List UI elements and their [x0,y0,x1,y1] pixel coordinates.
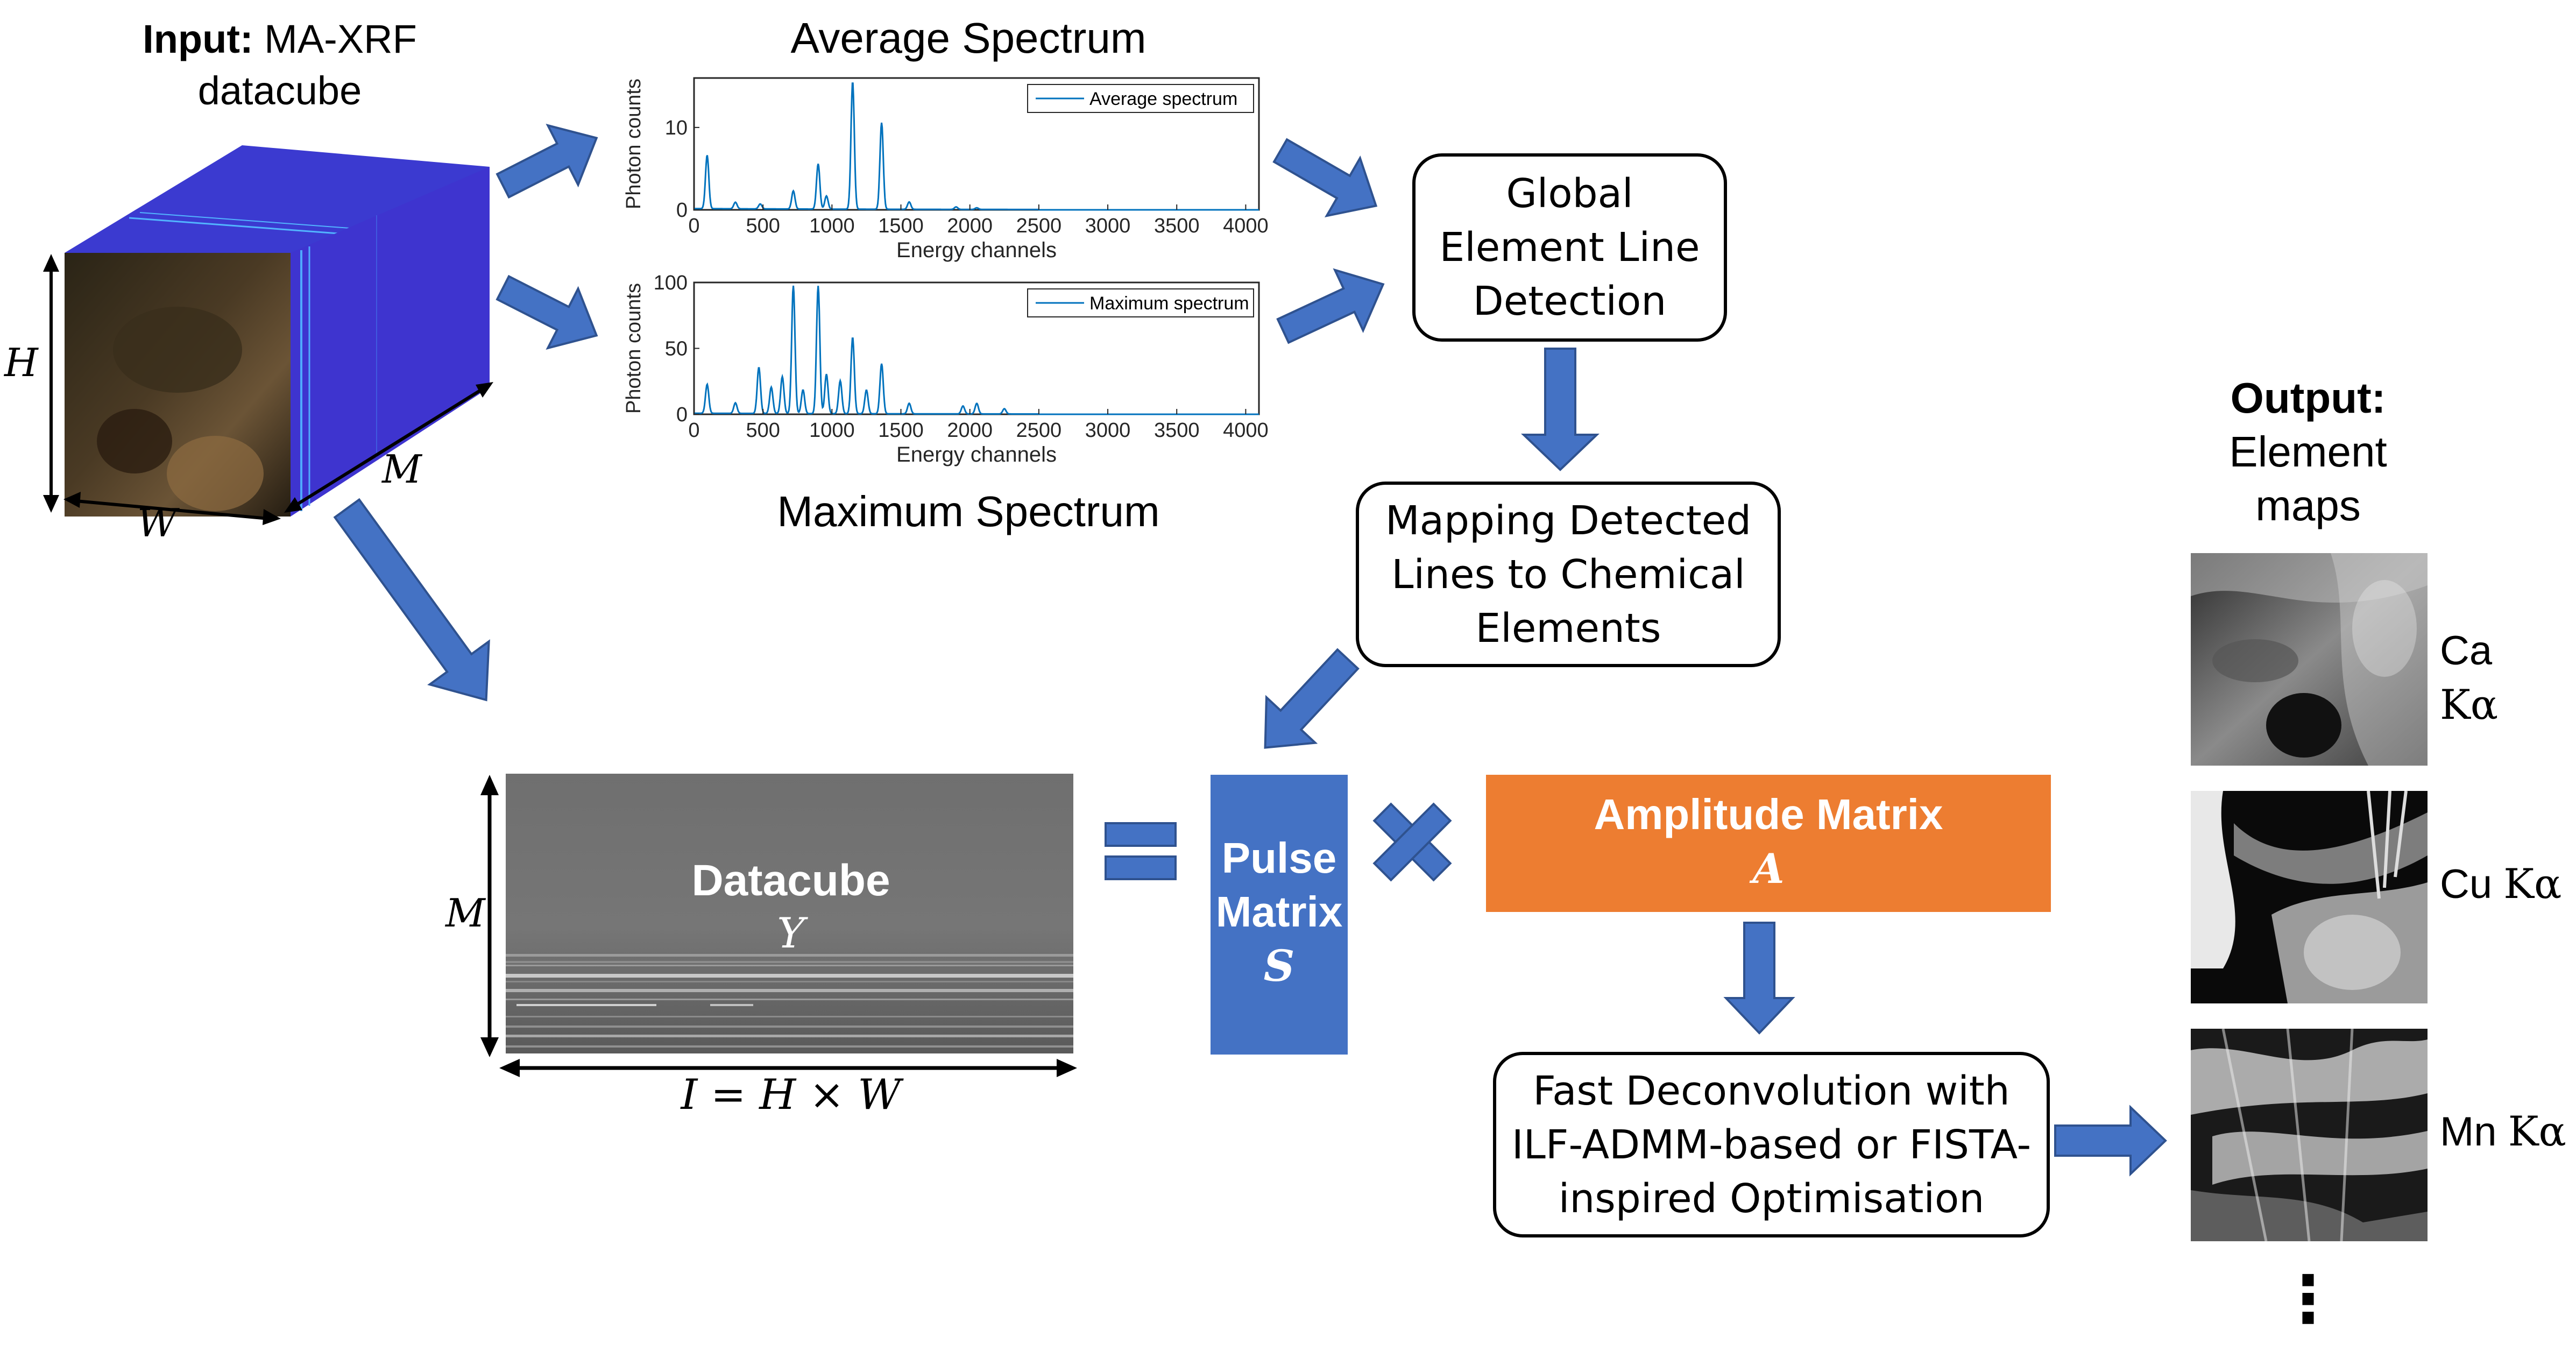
fast-box-text: Fast Deconvolution with ILF-ADMM-based o… [1511,1067,2032,1222]
max-ylabel: Photon counts [622,283,645,414]
max-xtick-label-0: 0 [688,419,699,442]
max-xtick-label-4: 2000 [947,419,993,442]
max-ytick-label-2: 100 [654,272,688,294]
maximum-spectrum-chart: 0 500 1000 1500 2000 2500 3000 3500 4000 0 50 100En… [622,272,1269,466]
arrow-fast-to-output [2054,1105,2167,1177]
cu-map-label: Cu Kα [2440,860,2561,908]
dim-m-arrow [289,385,488,510]
dim-h-label: H [4,340,38,385]
avg-xtick-label-8: 4000 [1223,215,1269,237]
ca-element: Ca [2440,628,2493,674]
datacube-y-image [506,774,1073,1053]
avg-xtick-label-2: 1000 [809,215,855,237]
global-element-line-detection-box: Global Element Line Detection [1412,153,1727,342]
average-spectrum-chart: 0 500 1000 1500 2000 2500 3000 3500 4000 0 10Energ… [622,77,1269,262]
arrow-max-to-global [1276,268,1385,344]
avg-ylabel: Photon counts [622,79,645,209]
max-xtick-label-7: 3500 [1154,419,1200,442]
avg-xtick-label-4: 2000 [947,215,993,237]
max-xtick-label-3: 1500 [878,419,924,442]
output-line2: Element [2229,428,2387,476]
arrow-input-to-avg [496,123,598,199]
datacube-dim-m-label: M [445,890,485,936]
global-box-text: Global Element Line Detection [1439,171,1700,324]
arrow-input-to-datacube [333,498,490,702]
avg-xtick-label-3: 1500 [878,215,924,237]
more-maps-ellipsis: ⋮ [2276,1263,2340,1335]
input-label-bold: Input: [143,17,253,61]
cu-line: Kα [2503,860,2562,908]
datacube-title: Datacube [691,856,890,905]
ca-map-label: Ca Kα [2440,624,2498,732]
datacube-symbol: Y [777,909,805,958]
output-line1: Output: [2230,374,2386,422]
ca-line: Kα [2440,681,2499,728]
max-xtick-label-6: 3000 [1085,419,1131,442]
max-xtick-label-2: 1000 [809,419,855,442]
arrow-avg-to-global [1272,138,1378,218]
arrow-input-to-max [496,274,598,350]
avg-xtick-label-6: 3000 [1085,215,1131,237]
input-label: Input: MA-XRF datacube [108,13,452,117]
dim-w-arrow [69,499,275,521]
datacube-dim-i-arrow [499,1059,1077,1077]
pulse-symbol: S [1263,940,1295,991]
output-line3: maps [2255,482,2361,529]
arrow-mapping-to-pulse [1264,648,1360,749]
avg-xtick-label-0: 0 [688,215,699,237]
avg-xtick-label-5: 2500 [1016,215,1062,237]
amplitude-matrix-symbol: A [1752,845,1785,893]
mn-line: Kα [2508,1107,2566,1155]
input-datacube [43,145,493,525]
cube-top-face [65,145,490,269]
fast-deconvolution-box: Fast Deconvolution with ILF-ADMM-based o… [1493,1052,2050,1237]
cu-element-map [2191,791,2428,1003]
cu-element: Cu [2440,861,2493,907]
dim-w-label: W [137,500,178,546]
datacube-dim-i-label: I = H × W [681,1071,901,1119]
max-ytick-label-1: 50 [665,338,688,360]
amplitude-matrix-block [1486,775,2051,912]
mn-map-label: Mn Kα [2440,1107,2566,1155]
maximum-spectrum-title: Maximum Spectrum [777,487,1160,535]
amplitude-matrix-title: Amplitude Matrix [1594,790,1943,838]
multiply-sign [1372,802,1452,882]
arrow-amplitude-to-fast [1723,922,1795,1035]
avg-xtick-label-1: 500 [746,215,780,237]
output-label: Output: Element maps [2174,371,2443,533]
max-ytick-label-0: 0 [676,404,688,426]
avg-xtick-label-7: 3500 [1154,215,1200,237]
ca-element-map [2191,553,2428,766]
input-label-line2: datacube [197,68,362,113]
pulse-line1: Pulse [1221,834,1337,882]
max-xtick-label-5: 2500 [1016,419,1062,442]
max-legend-label: Maximum spectrum [1089,293,1249,314]
cube-right-face [291,167,490,517]
equals-sign [1105,822,1177,880]
datacube-dim-m-arrow [480,775,499,1057]
avg-ytick-label-1: 10 [665,117,688,139]
max-series-line [694,285,1259,415]
average-spectrum-title: Average Spectrum [790,14,1147,62]
pulse-matrix-label: Pulse Matrix S [1211,831,1348,993]
mapping-lines-to-elements-box: Mapping Detected Lines to Chemical Eleme… [1356,482,1781,667]
dim-m-label: M [382,447,422,492]
max-xtick-label-1: 500 [746,419,780,442]
avg-series-line [694,82,1259,211]
mn-element: Mn [2440,1109,2497,1155]
input-label-rest: MA-XRF [253,17,417,61]
max-xtick-label-8: 4000 [1223,419,1269,442]
avg-legend-label: Average spectrum [1089,89,1237,109]
avg-xlabel: Energy channels [896,238,1057,262]
pulse-matrix-block [1211,775,1348,1055]
pulse-line2: Matrix [1215,888,1343,936]
avg-ytick-label-0: 0 [676,199,688,222]
mn-element-map [2191,1029,2428,1241]
max-xlabel: Energy channels [896,443,1057,466]
arrow-global-to-mapping [1521,348,1600,471]
mapping-box-text: Mapping Detected Lines to Chemical Eleme… [1385,497,1752,652]
